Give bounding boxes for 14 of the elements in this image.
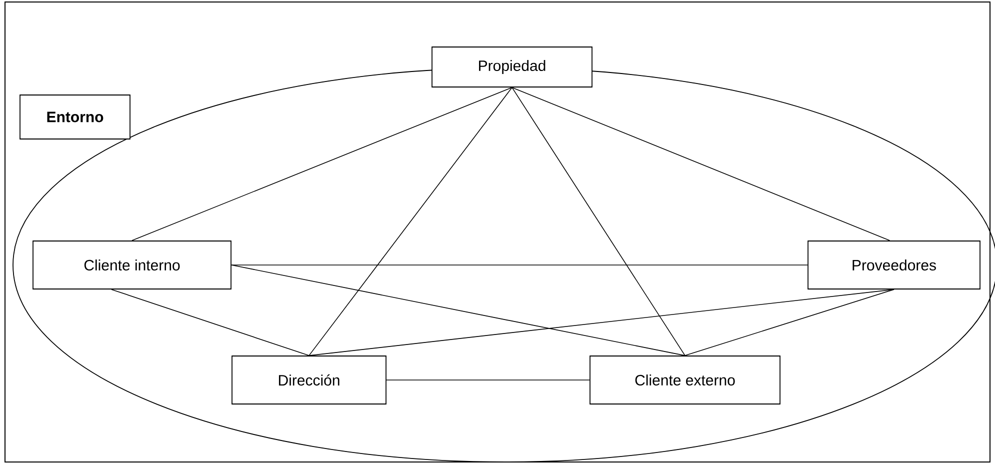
connector-line [512,87,686,356]
box: Cliente externo [590,356,780,404]
connector-line [132,87,512,241]
connector-line [308,289,894,356]
connector-line [111,289,310,356]
connector-line [231,264,808,266]
box: Proveedores [808,240,980,290]
box: Propiedad [432,46,592,88]
connector-line [308,87,512,356]
connector-line [684,289,894,356]
box: Cliente interno [32,240,232,290]
connector-line [231,264,686,356]
box: Dirección [232,356,386,404]
connector-line [512,87,890,241]
